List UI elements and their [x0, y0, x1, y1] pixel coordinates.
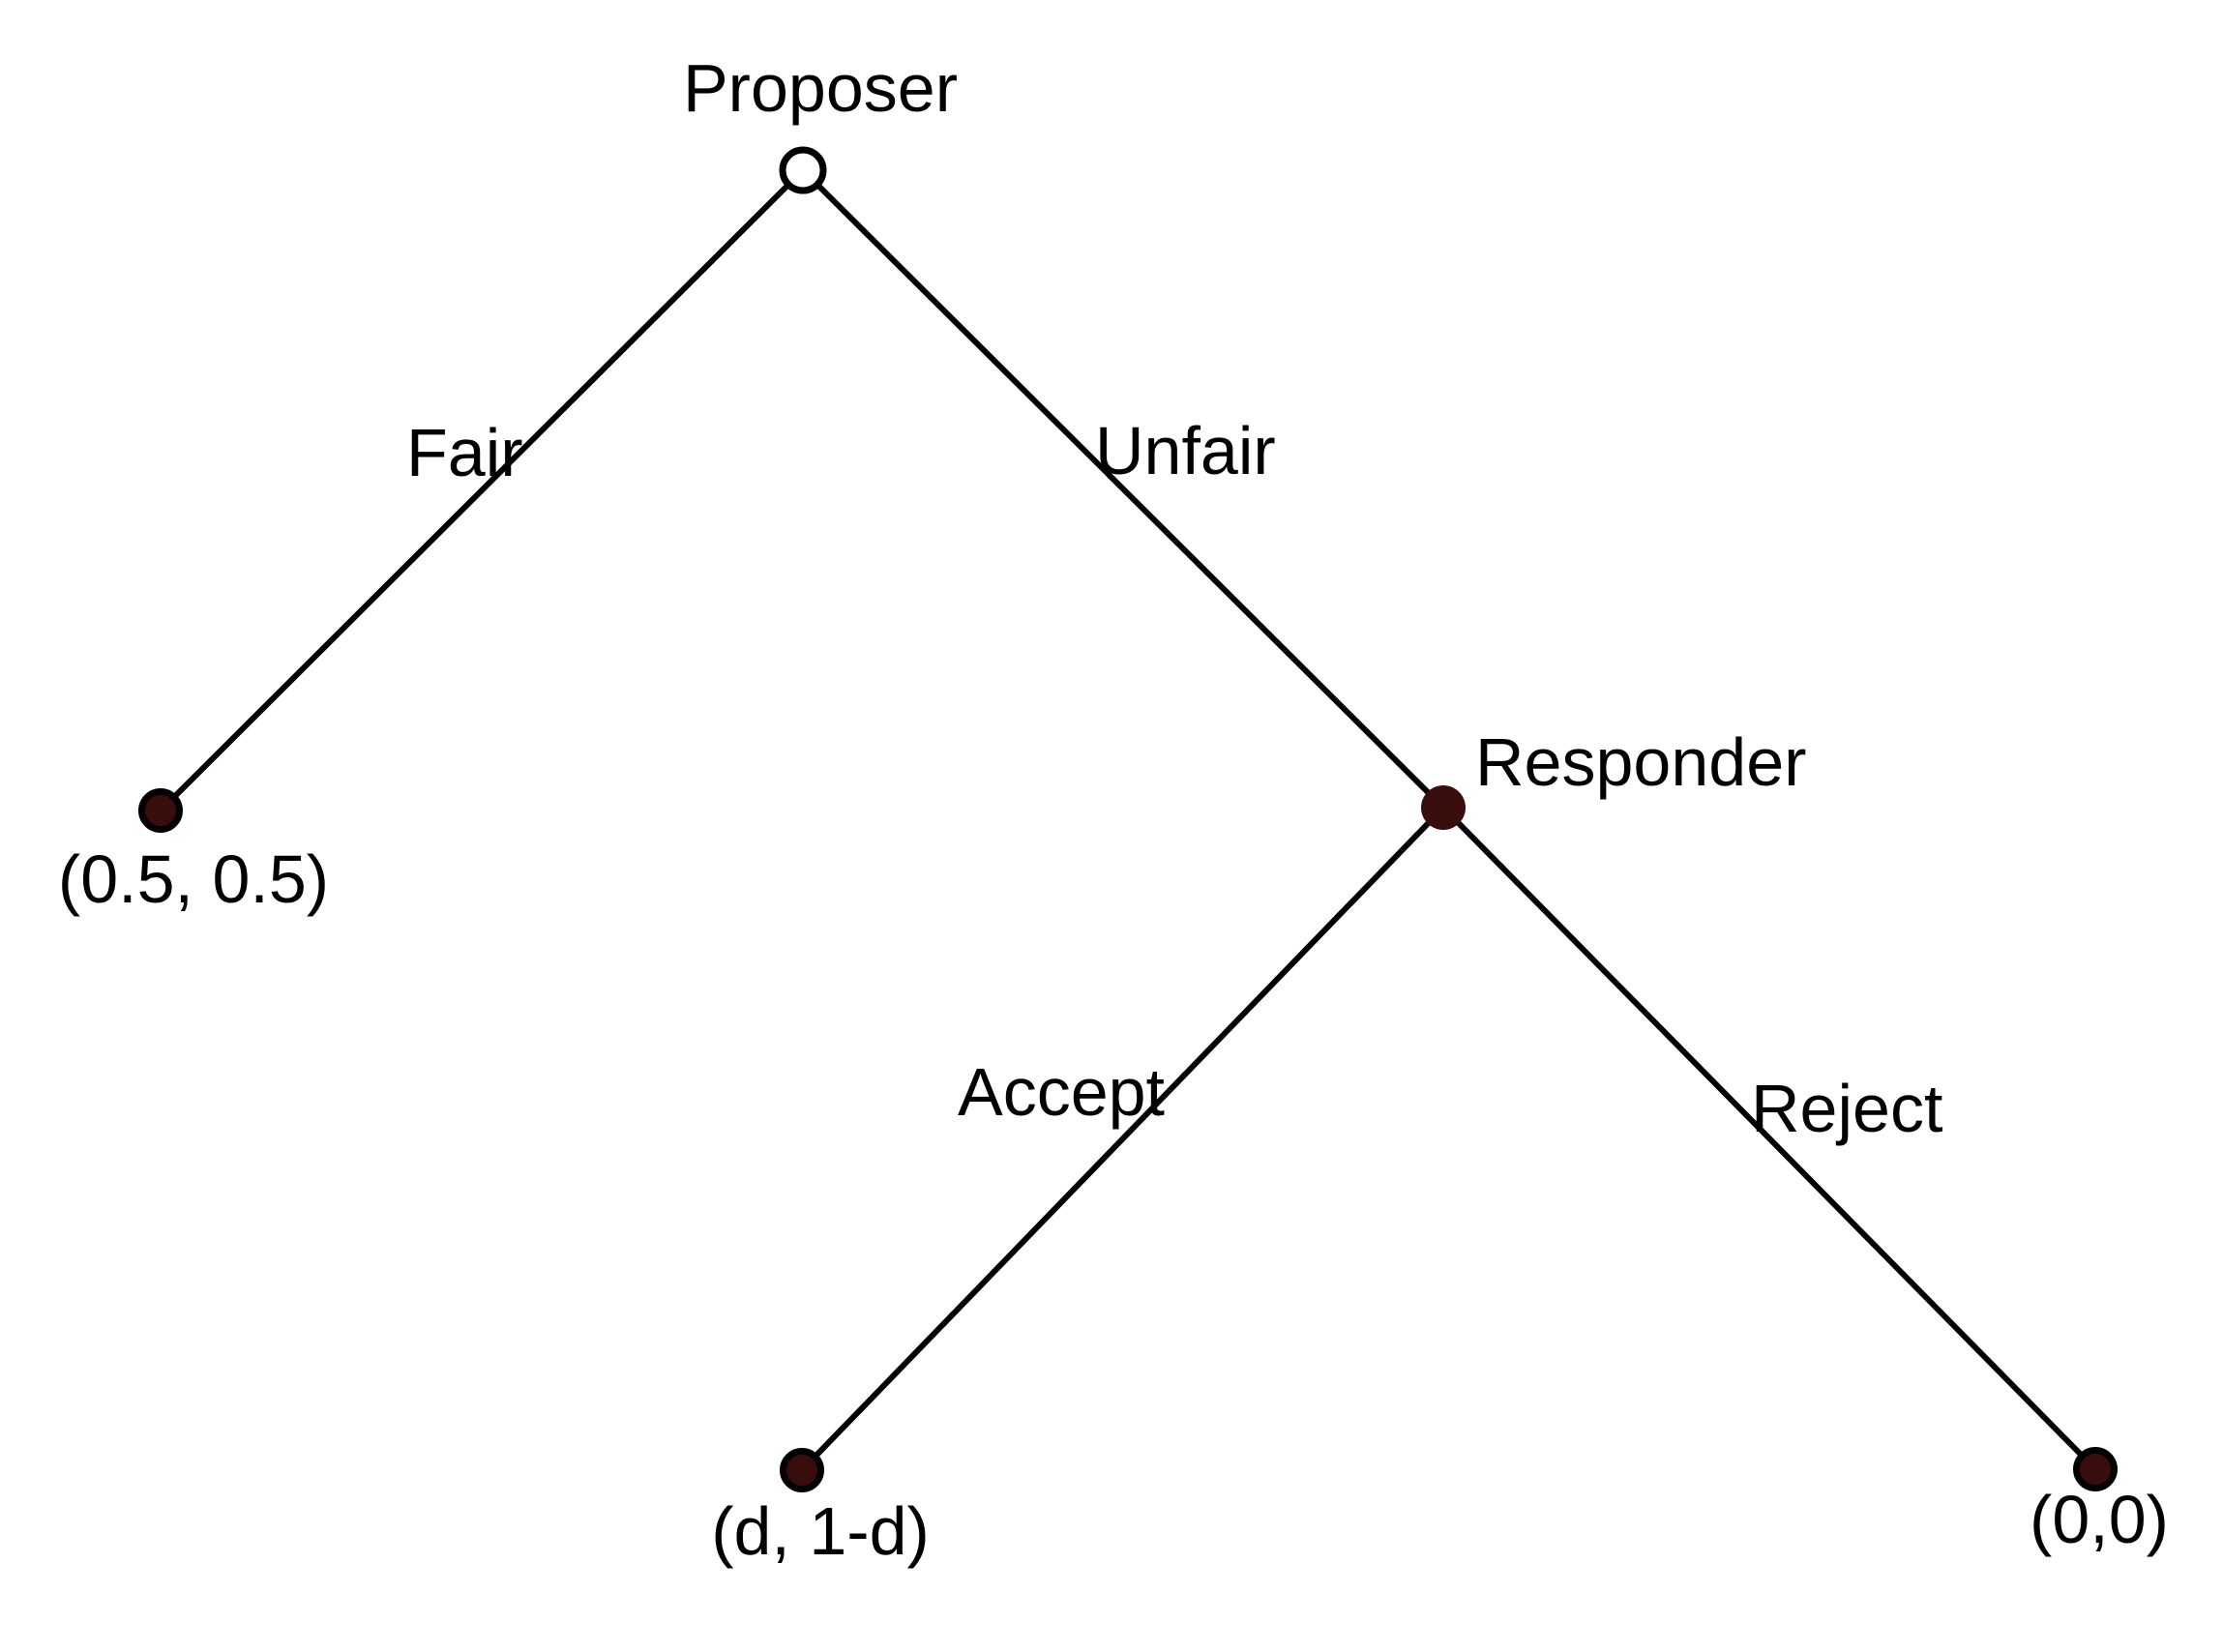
edge-fair	[158, 167, 806, 813]
outcome-fair-node	[138, 788, 183, 833]
outcome-reject-payoff: (0,0)	[2030, 1482, 2169, 1557]
outcome-accept-payoff: (d, 1-d)	[711, 1493, 930, 1569]
edges	[158, 167, 2098, 1473]
node-labels: Proposer Responder (0.5, 0.5) (d, 1-d) (…	[58, 50, 2169, 1569]
edge-fair-label: Fair	[406, 415, 523, 490]
outcome-accept-node	[780, 1448, 824, 1492]
responder-node	[1421, 785, 1466, 830]
nodes	[138, 146, 2118, 1492]
proposer-node	[779, 146, 827, 194]
proposer-label: Proposer	[683, 50, 958, 126]
edge-reject-label: Reject	[1751, 1071, 1942, 1146]
edge-reject	[1440, 805, 2098, 1472]
outcome-fair-payoff: (0.5, 0.5)	[58, 841, 329, 917]
edge-unfair	[800, 167, 1446, 811]
edge-unfair-label: Unfair	[1095, 413, 1276, 488]
edge-accept	[799, 805, 1446, 1473]
edge-accept-label: Accept	[958, 1054, 1165, 1130]
responder-label: Responder	[1475, 724, 1806, 800]
edge-labels: Fair Unfair Accept Reject	[406, 413, 1942, 1146]
outcome-reject-node	[2073, 1447, 2118, 1491]
